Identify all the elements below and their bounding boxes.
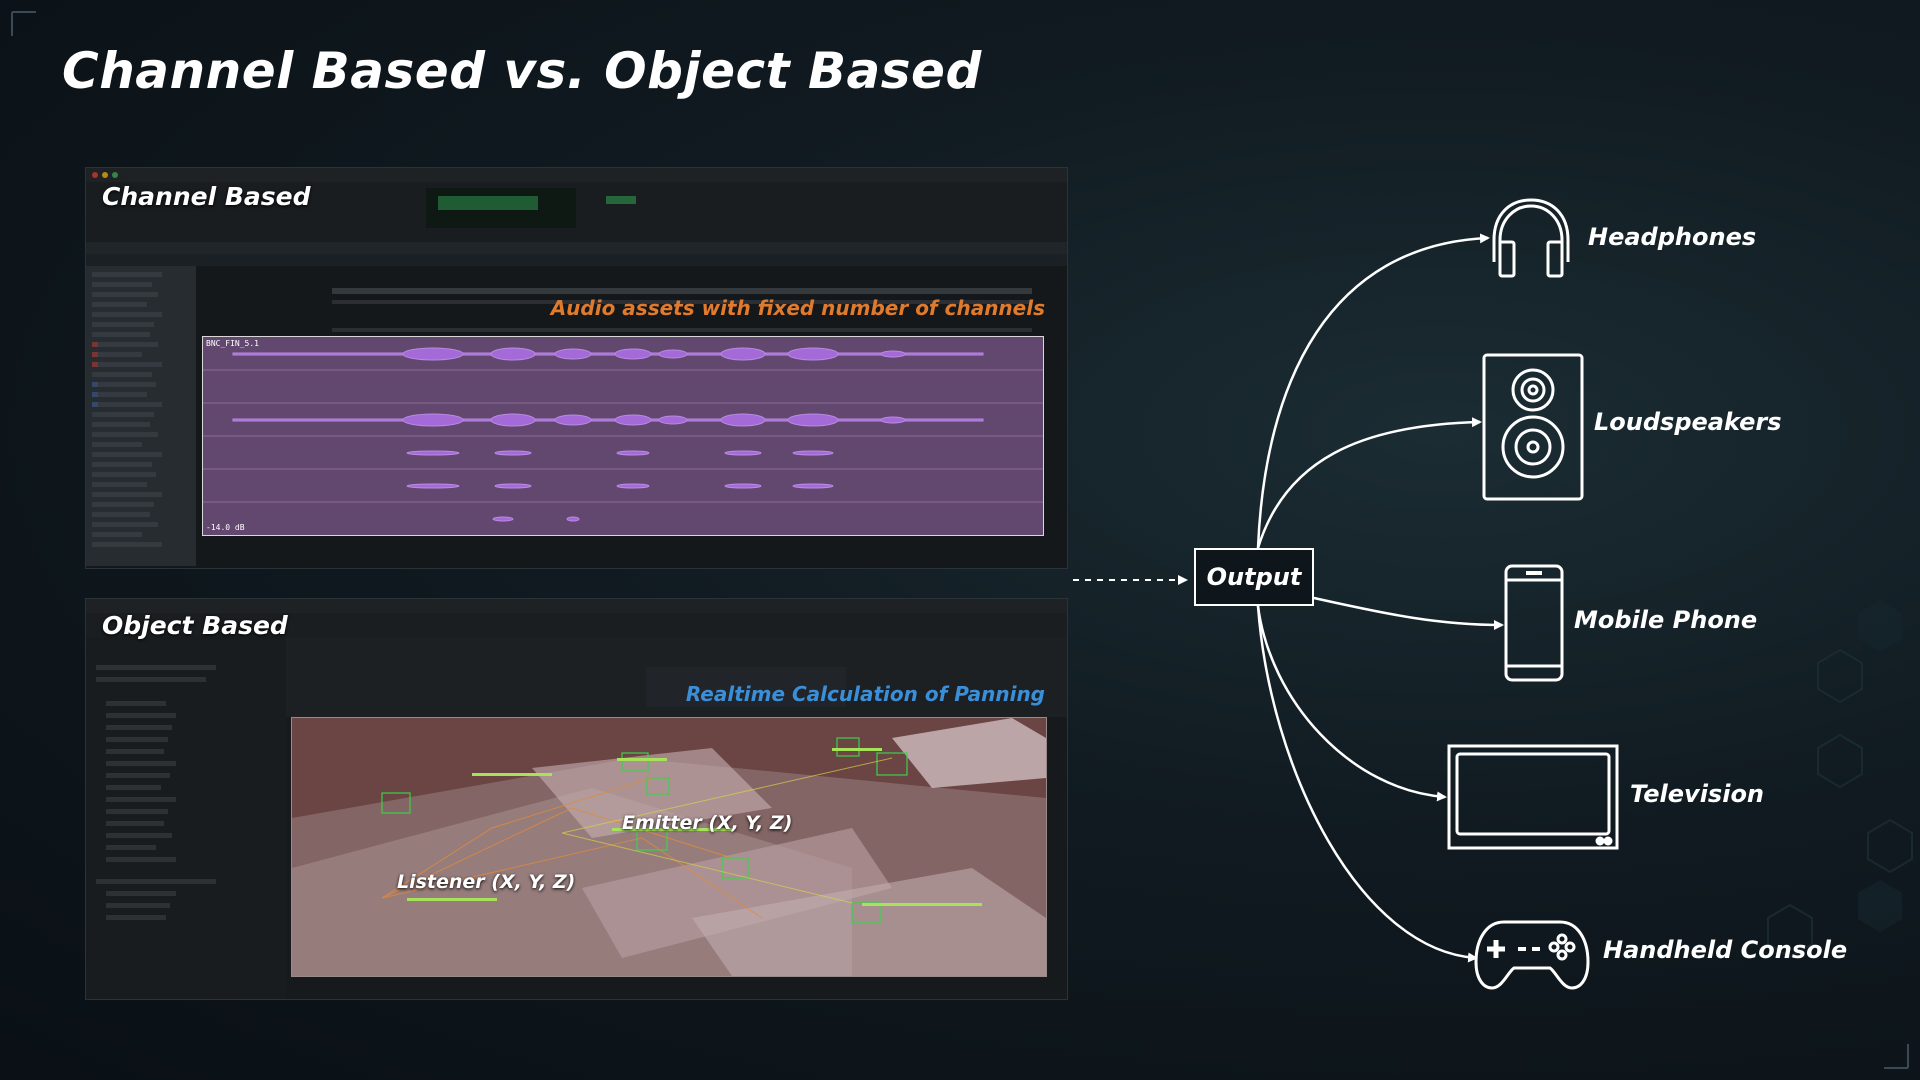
television-label: Television (1630, 780, 1765, 808)
mobile-phone-icon (1504, 564, 1564, 682)
listener-label: Listener (X, Y, Z) (397, 871, 576, 893)
output-box: Output (1194, 548, 1314, 606)
handheld-console-label: Handheld Console (1603, 936, 1848, 964)
loudspeaker-icon (1482, 353, 1584, 501)
headphones-label: Headphones (1588, 223, 1757, 251)
channel-caption: Audio assets with fixed number of channe… (550, 296, 1045, 320)
object-based-label: Object Based (102, 611, 288, 640)
arrow-to-handheld-console (1256, 605, 1478, 963)
arrow-to-television (1256, 605, 1447, 802)
arrow-to-loudspeakers (1256, 417, 1482, 549)
3d-scene-viewport: Emitter (X, Y, Z) Listener (X, Y, Z) (291, 717, 1047, 977)
scene-geometry (292, 718, 1046, 976)
emitter-label: Emitter (X, Y, Z) (622, 812, 793, 834)
arrow-to-headphones (1256, 233, 1490, 549)
page-title: Channel Based vs. Object Based (62, 42, 982, 100)
clip-name: BNC_FIN_5.1 (206, 339, 259, 348)
headphones-icon (1486, 196, 1576, 282)
object-based-panel: Emitter (X, Y, Z) Listener (X, Y, Z) Obj… (85, 598, 1068, 1000)
game-controller-icon (1474, 916, 1590, 990)
arrow-to-mobile-phone (1313, 596, 1504, 630)
waveform-channels (203, 347, 1043, 522)
channel-based-label: Channel Based (102, 182, 311, 211)
output-label: Output (1206, 563, 1302, 591)
mobile-phone-label: Mobile Phone (1574, 606, 1758, 634)
television-icon (1447, 744, 1619, 850)
daw-screenshot (86, 168, 1067, 566)
waveform-clip: BNC_FIN_5.1 -14.0 dB (202, 336, 1044, 536)
object-caption: Realtime Calculation of Panning (685, 682, 1045, 706)
loudspeakers-label: Loudspeakers (1594, 408, 1782, 436)
channel-based-panel: BNC_FIN_5.1 -14.0 dB (85, 167, 1068, 569)
engine-screenshot (86, 599, 1067, 999)
clip-gain: -14.0 dB (206, 523, 245, 532)
